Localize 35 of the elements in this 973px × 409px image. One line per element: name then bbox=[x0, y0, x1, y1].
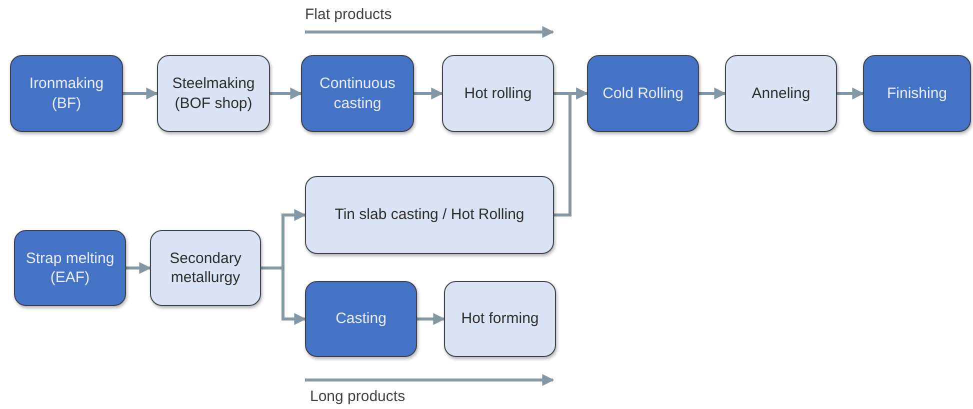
product-label: Flat products bbox=[305, 6, 392, 23]
process-label: Casting bbox=[334, 309, 388, 329]
process-box bbox=[10, 55, 123, 132]
arrow bbox=[414, 88, 444, 100]
arrow bbox=[837, 88, 864, 100]
arrow bbox=[699, 88, 726, 100]
process-box bbox=[725, 55, 837, 132]
process-label: Steelmaking (BOF shop) bbox=[171, 74, 256, 113]
process-label: Cold Rolling bbox=[602, 84, 684, 104]
process-label: Anneling bbox=[750, 84, 812, 104]
process-label: Strap melting (EAF) bbox=[24, 248, 116, 288]
process-box bbox=[305, 176, 554, 254]
process-box bbox=[150, 230, 261, 306]
process-box bbox=[587, 55, 699, 132]
process-box bbox=[863, 55, 971, 132]
process-label: Ironmaking (BF) bbox=[28, 74, 105, 113]
process-label: Tin slab casting / Hot Rolling bbox=[334, 205, 526, 225]
process-label: Hot forming bbox=[460, 309, 540, 329]
process-label: Hot rolling bbox=[463, 84, 533, 104]
process-box bbox=[301, 55, 414, 132]
process-label: Continuous casting bbox=[318, 74, 396, 113]
process-box bbox=[14, 230, 126, 306]
arrow bbox=[261, 266, 306, 325]
arrow bbox=[417, 313, 446, 325]
process-box bbox=[442, 55, 554, 132]
arrow bbox=[123, 88, 158, 100]
product-label: Long products bbox=[310, 388, 406, 405]
arrow bbox=[554, 88, 588, 216]
process-label: Finishing bbox=[886, 84, 948, 104]
process-box bbox=[444, 281, 556, 357]
arrow bbox=[270, 88, 302, 100]
process-label: Secondary metallurgy bbox=[168, 248, 242, 288]
arrow bbox=[126, 262, 152, 274]
process-box bbox=[157, 55, 270, 132]
process-box bbox=[305, 281, 417, 357]
